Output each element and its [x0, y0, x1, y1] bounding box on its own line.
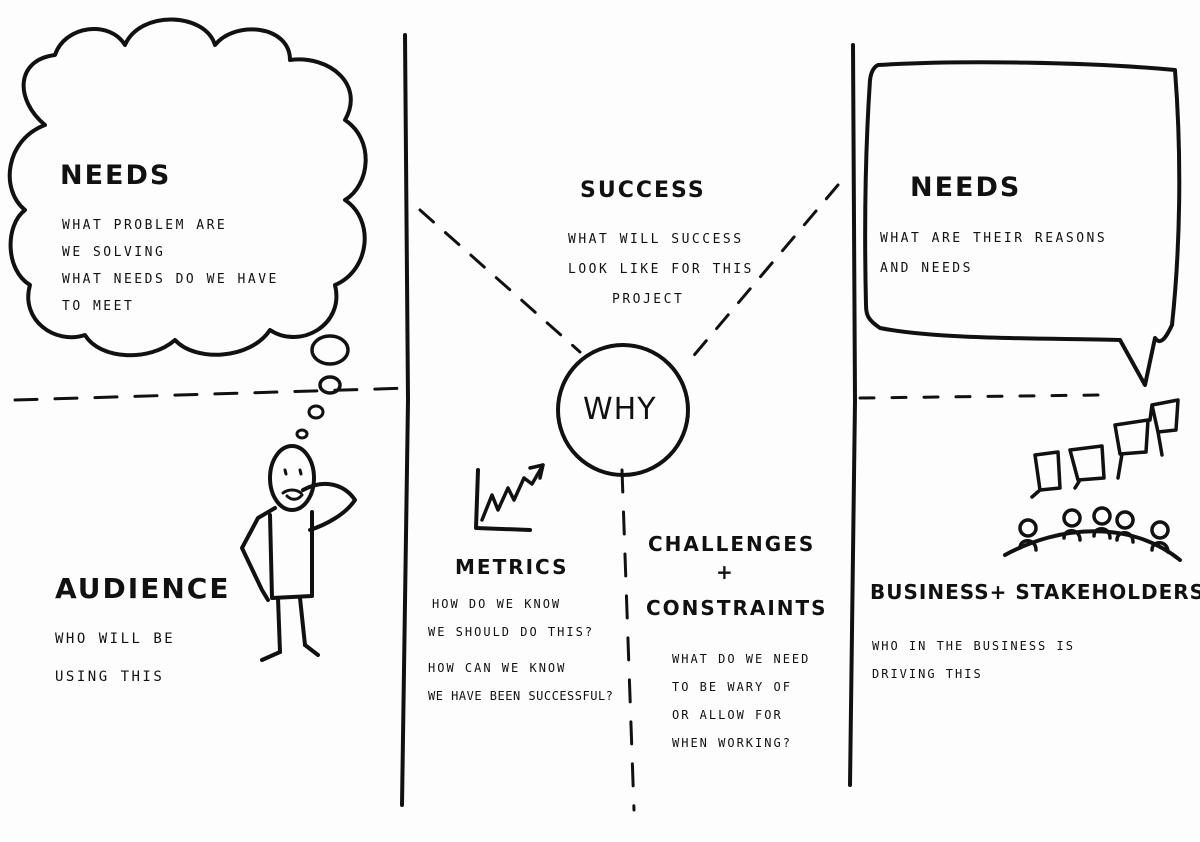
success-line: LOOK LIKE FOR THIS — [568, 262, 754, 277]
business-line: WHO IN THE BUSINESS IS — [872, 639, 1075, 653]
audience-needs-line: WE SOLVING — [62, 245, 166, 260]
ray-down — [620, 468, 636, 812]
business-needs-title: NEEDS — [910, 172, 1022, 203]
metrics-line: WE SHOULD DO THIS? — [428, 625, 595, 639]
challenges-line: WHAT DO WE NEED — [672, 652, 811, 666]
constraints-title: CONSTRAINTS — [646, 596, 828, 620]
audience-needs-line: WHAT NEEDS DO WE HAVE — [62, 272, 279, 287]
audience-needs-title: NEEDS — [60, 160, 172, 191]
why-label: WHY — [583, 392, 657, 427]
right-divider — [848, 43, 857, 787]
challenges-title: CHALLENGES — [648, 532, 816, 556]
audience-needs-line: WHAT PROBLEM ARE — [62, 218, 228, 233]
audience-line: WHO WILL BE — [55, 631, 176, 647]
business-needs-description: WHAT ARE THEIR REASONS AND NEEDS — [880, 224, 1107, 284]
ray-upper-right — [688, 183, 840, 362]
audience-line: USING THIS — [55, 669, 165, 685]
stick-figure-icon — [240, 444, 357, 662]
audience-description: WHO WILL BE USING THIS — [55, 620, 175, 696]
metrics-line: WE HAVE BEEN SUCCESSFUL? — [428, 689, 614, 703]
audience-needs-description: WHAT PROBLEM ARE WE SOLVING WHAT NEEDS D… — [62, 212, 279, 320]
metrics-description: HOW DO WE KNOW WE SHOULD DO THIS? HOW CA… — [428, 590, 613, 710]
speech-bubble-icon — [863, 60, 1182, 387]
success-line: PROJECT — [612, 292, 685, 307]
success-title: SUCCESS — [580, 178, 706, 203]
left-divider — [400, 33, 410, 807]
business-needs-line: AND NEEDS — [880, 261, 973, 276]
business-needs-line: WHAT ARE THEIR REASONS — [880, 231, 1108, 246]
business-line: DRIVING THIS — [872, 667, 983, 681]
ray-upper-left — [418, 208, 582, 354]
growth-chart-icon — [474, 463, 545, 532]
thought-cloud-icon — [7, 17, 368, 440]
challenges-line: OR ALLOW FOR — [672, 708, 783, 722]
stakeholders-icon — [1003, 398, 1182, 562]
metrics-line: HOW DO WE KNOW — [432, 597, 562, 611]
metrics-line: HOW CAN WE KNOW — [428, 661, 567, 675]
metrics-title: METRICS — [455, 555, 569, 579]
challenges-plus: + — [716, 560, 735, 584]
right-horizontal-dashes — [858, 393, 1102, 400]
audience-title: AUDIENCE — [55, 572, 231, 605]
audience-needs-line: TO MEET — [62, 299, 135, 314]
why-circle — [556, 343, 690, 477]
challenges-line: TO BE WARY OF — [672, 680, 792, 694]
challenges-description: WHAT DO WE NEED TO BE WARY OF OR ALLOW F… — [672, 645, 810, 757]
success-line: WHAT WILL SUCCESS — [568, 232, 744, 247]
business-description: WHO IN THE BUSINESS IS DRIVING THIS — [872, 632, 1075, 688]
business-title: BUSINESS+ STAKEHOLDERS — [870, 580, 1200, 604]
challenges-line: WHEN WORKING? — [672, 736, 792, 750]
left-horizontal-dashes — [13, 386, 412, 402]
success-description: WHAT WILL SUCCESS LOOK LIKE FOR THIS PRO… — [568, 225, 754, 315]
